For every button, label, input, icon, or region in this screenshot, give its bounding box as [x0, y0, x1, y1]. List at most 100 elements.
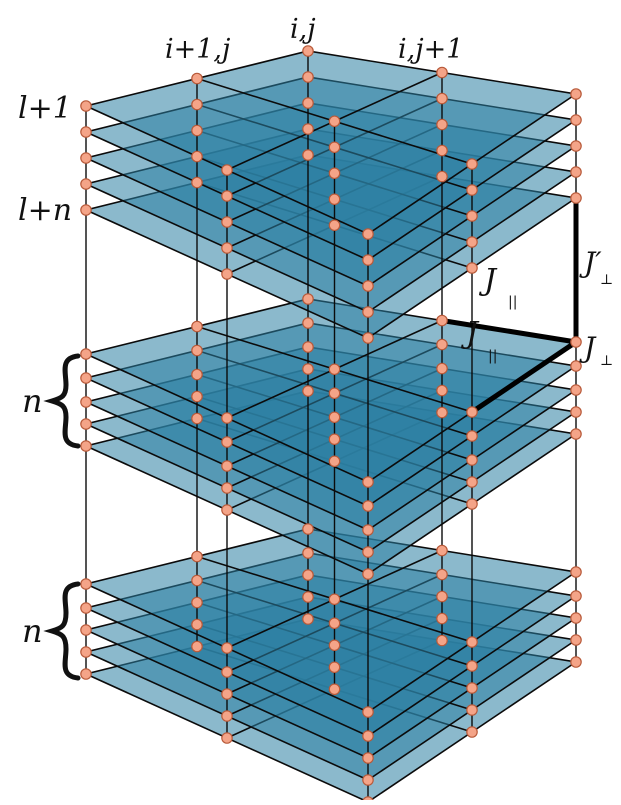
lattice-site — [80, 126, 92, 138]
lattice-site — [570, 428, 582, 440]
lattice-site — [362, 568, 374, 580]
lattice-site — [436, 590, 448, 603]
bond-j-parallel-1 — [441, 318, 577, 345]
lattice-site — [328, 219, 341, 232]
lattice-site — [466, 704, 478, 716]
lattice-site — [80, 396, 92, 408]
lattice-site — [302, 523, 314, 535]
lattice-site — [362, 546, 374, 558]
lattice-site — [221, 504, 233, 516]
lattice-site — [570, 384, 582, 396]
label-site-right: i,j+1 — [398, 34, 463, 65]
label-coupling-par-1: J — [478, 263, 498, 298]
label-coupling-perp: J — [579, 331, 597, 364]
label-coupling-perp-prime: J′ — [579, 246, 602, 279]
lattice-site — [328, 387, 341, 400]
lattice-site — [328, 141, 341, 154]
lattice-site — [466, 184, 478, 196]
lattice-site — [466, 660, 478, 672]
top-block — [83, 50, 579, 339]
lattice-site — [302, 149, 314, 161]
lattice-site — [328, 115, 341, 128]
lattice-site — [362, 280, 374, 292]
lattice-site — [302, 71, 314, 83]
lattice-site — [221, 436, 233, 448]
lattice-site — [80, 440, 92, 452]
lattice-site — [328, 363, 341, 376]
lattice-site — [328, 193, 341, 206]
lattice-site — [328, 455, 341, 468]
lattice-site — [436, 118, 448, 131]
lattice-site — [436, 362, 448, 375]
lattice-site — [80, 348, 92, 360]
lattice-site — [302, 341, 314, 353]
lattice-site — [80, 602, 92, 614]
lattice-site — [80, 204, 92, 216]
lattice-site — [191, 640, 203, 653]
lattice-site — [191, 368, 203, 381]
lattice-site — [221, 666, 233, 678]
lattice-site — [466, 454, 478, 466]
label-site-left: i+1,j — [165, 34, 230, 65]
lattice-site — [221, 688, 233, 700]
lattice-site — [466, 682, 478, 694]
lattice-site — [191, 72, 203, 85]
lattice-site — [466, 476, 478, 488]
site-labels: i,j i+1,j i,j+1 — [165, 14, 463, 65]
lattice-site — [362, 752, 374, 764]
lattice-site — [362, 476, 374, 488]
lattice-site — [436, 544, 448, 557]
lattice-site — [302, 45, 314, 57]
lattice-site — [221, 216, 233, 228]
lattice-site — [570, 612, 582, 624]
lattice-site — [221, 642, 233, 654]
lattice-site — [302, 363, 314, 375]
lattice-site — [221, 460, 233, 472]
lattice-site — [362, 500, 374, 512]
lattice-site — [221, 482, 233, 494]
lattice-site — [221, 164, 233, 176]
lattice-site — [570, 634, 582, 646]
lattice-site — [362, 774, 374, 786]
lattice-site — [570, 88, 582, 100]
brace-icon — [43, 353, 81, 449]
lattice-site — [191, 550, 203, 563]
lattice-site — [302, 613, 314, 625]
lattice-site — [221, 412, 233, 424]
lattice-site — [191, 150, 203, 163]
brace-icon — [43, 581, 81, 681]
lattice-site — [362, 228, 374, 240]
lattice-site — [362, 706, 374, 718]
lattice-site — [191, 124, 203, 137]
lattice-site — [362, 254, 374, 266]
lattice-site — [191, 596, 203, 609]
lattice-site — [570, 590, 582, 602]
lattice-site — [80, 578, 92, 590]
label-site-center: i,j — [290, 14, 316, 45]
lattice-site — [466, 210, 478, 222]
lattice-site — [570, 336, 582, 348]
lattice-site — [221, 190, 233, 202]
lattice-site — [80, 178, 92, 190]
lattice-site — [436, 314, 448, 327]
label-block-count-2: n — [22, 612, 43, 650]
lattice-site — [570, 192, 582, 204]
lattice-site — [570, 166, 582, 178]
lattice-site — [436, 170, 448, 183]
label-sub-perp-1: ⊥ — [600, 272, 613, 288]
lattice-site — [191, 618, 203, 631]
lattice-site — [191, 176, 203, 189]
lattice-site — [466, 498, 478, 510]
lattice-site — [302, 123, 314, 135]
lattice-site — [191, 98, 203, 111]
lattice-site — [80, 152, 92, 164]
lattice-site — [191, 390, 203, 403]
lattice-site — [570, 114, 582, 126]
lattice-site — [436, 612, 448, 625]
lattice-site — [328, 433, 341, 446]
lattice-site — [221, 732, 233, 744]
lattice-site — [570, 360, 582, 372]
label-layer-nth: l+n — [18, 193, 72, 228]
label-sub-par-2: || — [488, 348, 497, 364]
